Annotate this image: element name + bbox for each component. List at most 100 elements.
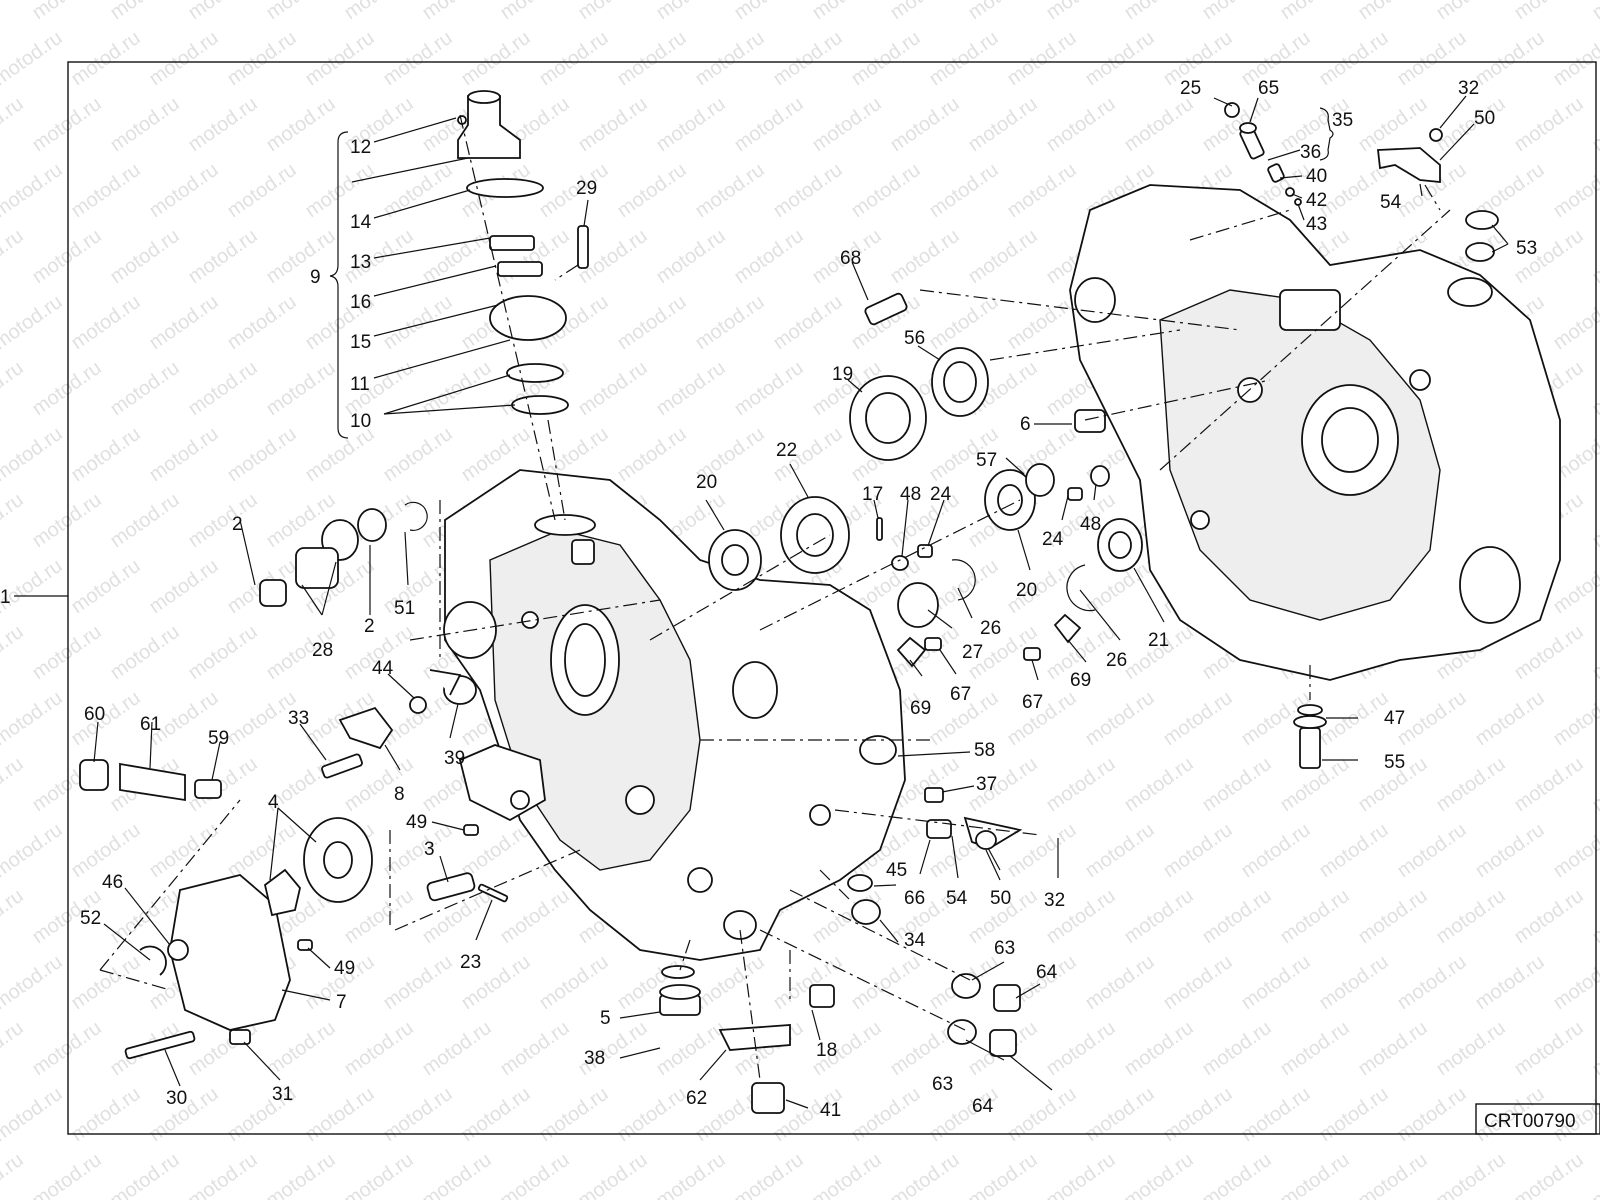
label-26-b: 26	[1106, 650, 1127, 671]
label-29: 29	[576, 178, 597, 199]
watermark-text: motod.ru	[1120, 93, 1197, 156]
watermark-text: motod.ru	[1003, 159, 1080, 222]
watermark-text: motod.ru	[1588, 885, 1600, 948]
watermark-text: motod.ru	[0, 819, 67, 882]
watermark-text: motod.ru	[0, 225, 28, 288]
label-34: 34	[904, 930, 926, 951]
label-44: 44	[372, 658, 394, 679]
watermark-text: motod.ru	[1354, 93, 1431, 156]
watermark-text: motod.ru	[1432, 753, 1509, 816]
watermark-text: motod.ru	[652, 93, 729, 156]
watermark-text: motod.ru	[28, 0, 105, 24]
label-17: 17	[862, 484, 883, 505]
drawing-frame	[67, 61, 1597, 1135]
watermark-text: motod.ru	[1354, 1149, 1431, 1200]
group-brace-9	[329, 131, 349, 439]
watermark-text: motod.ru	[1354, 1017, 1431, 1080]
label-64-b: 64	[972, 1096, 994, 1117]
watermark-text: motod.ru	[301, 27, 378, 90]
label-51: 51	[394, 598, 415, 619]
drawing-code-box	[1475, 1103, 1600, 1135]
watermark-text: motod.ru	[1510, 885, 1587, 948]
label-62: 62	[686, 1088, 707, 1109]
label-8: 8	[394, 784, 405, 805]
watermark-text: motod.ru	[1510, 621, 1587, 684]
watermark-text: motod.ru	[1237, 951, 1314, 1014]
watermark-text: motod.ru	[769, 291, 846, 354]
watermark-text: motod.ru	[106, 357, 183, 420]
label-15: 15	[350, 332, 371, 353]
watermark-text: motod.ru	[652, 1017, 729, 1080]
label-30: 30	[166, 1088, 187, 1109]
watermark-text: motod.ru	[379, 951, 456, 1014]
watermark-text: motod.ru	[730, 357, 807, 420]
watermark-text: motod.ru	[691, 159, 768, 222]
watermark-text: motod.ru	[106, 1149, 183, 1200]
watermark-text: motod.ru	[1120, 753, 1197, 816]
watermark-text: motod.ru	[496, 885, 573, 948]
watermark-text: motod.ru	[1198, 885, 1275, 948]
watermark-text: motod.ru	[223, 819, 300, 882]
watermark-text: motod.ru	[496, 1149, 573, 1200]
label-5: 5	[600, 1008, 611, 1029]
label-6: 6	[1020, 414, 1031, 435]
watermark-text: motod.ru	[574, 93, 651, 156]
watermark-text: motod.ru	[730, 93, 807, 156]
leader-lines	[93, 95, 1509, 1109]
oil-pump-assembly	[79, 759, 373, 1060]
watermark-text: motod.ru	[1354, 885, 1431, 948]
watermark-text: motod.ru	[301, 423, 378, 486]
watermark-text: motod.ru	[67, 27, 144, 90]
label-52: 52	[80, 908, 101, 929]
label-31: 31	[272, 1084, 293, 1105]
watermark-text: motod.ru	[1120, 1017, 1197, 1080]
watermark-text: motod.ru	[1042, 0, 1119, 24]
watermark-text: motod.ru	[1432, 1017, 1509, 1080]
watermark-text: motod.ru	[1276, 0, 1353, 24]
watermark-text: motod.ru	[0, 291, 67, 354]
watermark-text: motod.ru	[301, 1083, 378, 1146]
watermark-text: motod.ru	[1315, 1083, 1392, 1146]
watermark-text: motod.ru	[1432, 1149, 1509, 1200]
watermark-text: motod.ru	[808, 0, 885, 24]
watermark-text: motod.ru	[1510, 753, 1587, 816]
watermark-text: motod.ru	[769, 951, 846, 1014]
watermark-text: motod.ru	[1432, 885, 1509, 948]
watermark-text: motod.ru	[1471, 27, 1548, 90]
watermark-text: motod.ru	[28, 1017, 105, 1080]
watermark-text: motod.ru	[0, 885, 28, 948]
watermark-text: motod.ru	[730, 225, 807, 288]
watermark-text: motod.ru	[847, 1083, 924, 1146]
label-20-b: 20	[1016, 580, 1037, 601]
watermark-text: motod.ru	[28, 621, 105, 684]
watermark-text: motod.ru	[613, 27, 690, 90]
label-22: 22	[776, 440, 797, 461]
watermark-text: motod.ru	[652, 1149, 729, 1200]
watermark-text: motod.ru	[262, 225, 339, 288]
watermark-text: motod.ru	[1354, 0, 1431, 24]
watermark-text: motod.ru	[0, 753, 28, 816]
watermark-text: motod.ru	[574, 357, 651, 420]
watermark-text: motod.ru	[67, 291, 144, 354]
label-56: 56	[904, 328, 925, 349]
watermark-text: motod.ru	[1588, 357, 1600, 420]
watermark-text: motod.ru	[379, 27, 456, 90]
watermark-text: motod.ru	[0, 0, 28, 24]
group-brace-35	[1319, 107, 1334, 161]
watermark-text: motod.ru	[184, 357, 261, 420]
watermark-text: motod.ru	[340, 1017, 417, 1080]
watermark-text: motod.ru	[379, 423, 456, 486]
watermark-text: motod.ru	[613, 1083, 690, 1146]
label-11: 11	[350, 374, 370, 395]
right-crankcase-half	[1069, 184, 1561, 681]
label-39: 39	[444, 748, 465, 769]
watermark-text: motod.ru	[1588, 1149, 1600, 1200]
label-49-b: 49	[334, 958, 355, 979]
watermark-text: motod.ru	[886, 1149, 963, 1200]
watermark-text: motod.ru	[145, 423, 222, 486]
label-49-a: 49	[406, 812, 427, 833]
watermark-text: motod.ru	[262, 1149, 339, 1200]
watermark-text: motod.ru	[28, 93, 105, 156]
label-33: 33	[288, 708, 309, 729]
callout-labels: 2 2 3 4 5 6 7 8 9 10 11 12 13 14 15 16 1…	[80, 78, 1537, 1121]
